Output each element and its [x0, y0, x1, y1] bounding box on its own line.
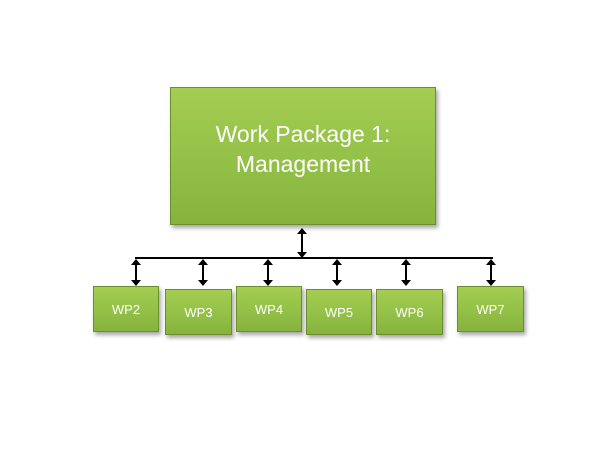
wp2-label: WP2	[111, 301, 141, 317]
wp4-label: WP4	[254, 301, 284, 317]
wp3-box: WP3	[165, 289, 232, 335]
wp4-connector-arrow	[263, 259, 273, 286]
wp5-box: WP5	[306, 289, 372, 335]
wp4-box: WP4	[236, 286, 302, 332]
wp6-label: WP6	[395, 304, 424, 320]
wp5-connector-arrow	[332, 259, 342, 286]
wp2-connector-arrow	[131, 259, 141, 286]
work-package-1-box: Work Package 1: Management	[170, 87, 436, 225]
wp5-label: WP5	[324, 304, 354, 320]
wp6-connector-arrow	[401, 259, 411, 286]
wp7-connector-arrow	[486, 259, 496, 286]
main-connector-arrow	[297, 228, 307, 258]
horizontal-bus-line	[135, 257, 493, 259]
work-package-1-subtitle: Management	[235, 151, 371, 177]
wp2-box: WP2	[93, 286, 159, 332]
wp7-box: WP7	[457, 286, 524, 332]
work-package-1-title: Work Package 1:	[215, 121, 391, 147]
wp3-connector-arrow	[198, 259, 208, 286]
wp3-label: WP3	[184, 304, 213, 320]
wp6-box: WP6	[376, 289, 443, 335]
wp7-label: WP7	[476, 301, 505, 317]
